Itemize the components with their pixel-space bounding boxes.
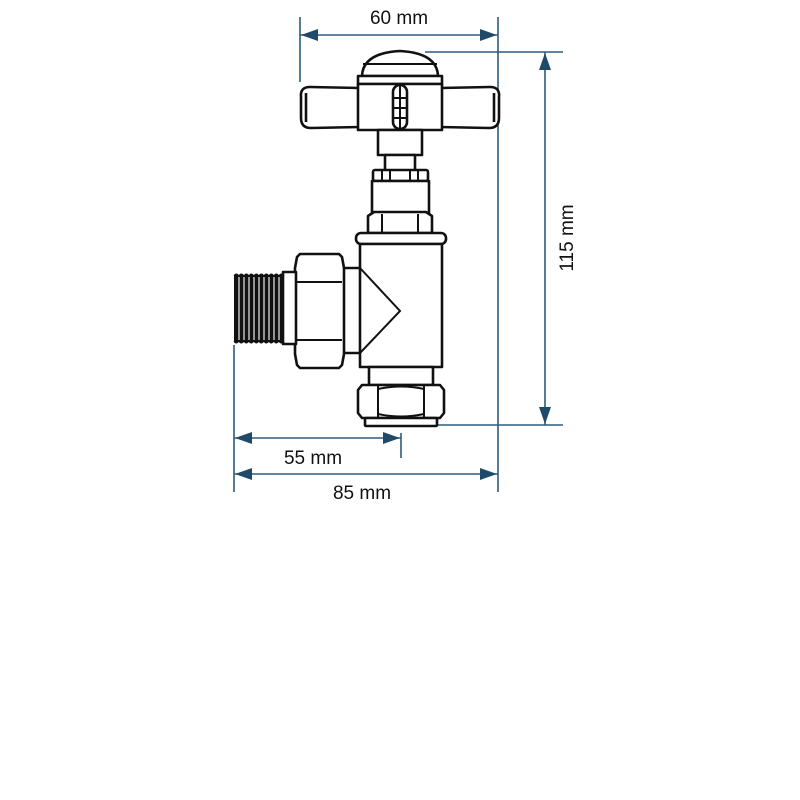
handle-hub bbox=[356, 82, 444, 132]
arrow-left-icon bbox=[301, 29, 318, 41]
dimension-115mm: 115 mm bbox=[425, 51, 578, 426]
bottom-neck bbox=[367, 365, 435, 387]
head-nut bbox=[354, 210, 448, 246]
arrow-left-icon bbox=[235, 468, 252, 480]
arrow-down-icon bbox=[539, 407, 551, 424]
valve bbox=[233, 49, 501, 428]
dome-cap bbox=[356, 49, 444, 86]
threaded-tail bbox=[233, 270, 298, 346]
arrow-right-icon bbox=[480, 29, 497, 41]
dimension-label-115mm: 115 mm bbox=[557, 204, 578, 271]
arrow-up-icon bbox=[539, 53, 551, 70]
dimension-85mm: 85 mm bbox=[234, 82, 499, 504]
arrow-left-icon bbox=[235, 432, 252, 444]
dimension-label-55mm: 55 mm bbox=[284, 448, 342, 469]
union-nut bbox=[293, 252, 346, 370]
dimension-label-60mm: 60 mm bbox=[370, 8, 428, 29]
dimension-55mm: 55 mm bbox=[233, 345, 402, 492]
dimension-label-85mm: 85 mm bbox=[333, 483, 391, 504]
crosshead-handle bbox=[299, 85, 501, 130]
arrow-right-icon bbox=[383, 432, 400, 444]
bottom-compression-nut bbox=[356, 383, 446, 420]
valve-body bbox=[342, 242, 444, 369]
spindle bbox=[376, 128, 424, 173]
gland-nut bbox=[370, 168, 431, 215]
dimension-60mm: 60 mm bbox=[299, 8, 499, 82]
olive bbox=[363, 416, 439, 428]
arrow-right-icon bbox=[480, 468, 497, 480]
